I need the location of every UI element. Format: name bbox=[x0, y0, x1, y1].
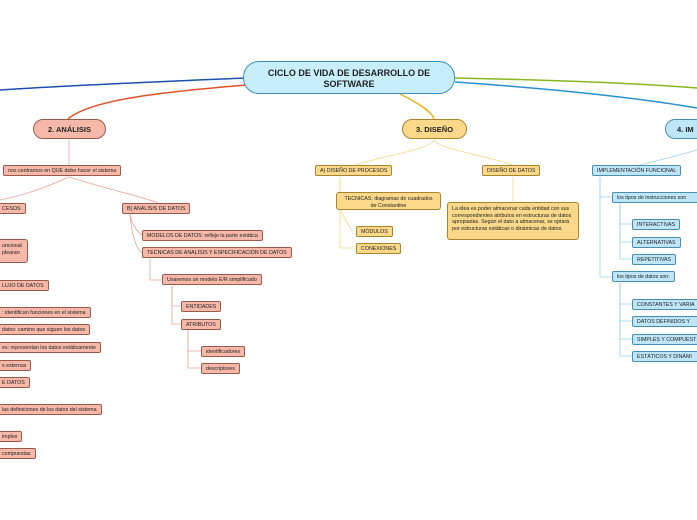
node-atributos[interactable]: ATRIBUTOS bbox=[181, 319, 221, 330]
node-left-item-3[interactable]: es: representan los datos estáticamente bbox=[0, 342, 101, 353]
node-analisis-datos[interactable]: B) ANALISIS DE DATOS bbox=[122, 203, 191, 214]
node-tipos-instrucciones[interactable]: los tipos de instrucciones son bbox=[612, 192, 697, 203]
node-left-item-6[interactable]: las definiciones de los datos del sistem… bbox=[0, 404, 102, 415]
node-modulos[interactable]: MÓDULOS bbox=[356, 226, 393, 237]
node-interactivas[interactable]: INTERACTIVAS bbox=[632, 219, 681, 230]
node-entidades[interactable]: ENTIDADES bbox=[181, 301, 222, 312]
node-diseno-datos[interactable]: DISEÑO DE DATOS bbox=[482, 165, 541, 176]
node-diseno-procesos-cut[interactable]: CESOS bbox=[0, 203, 26, 214]
node-datos-definidos[interactable]: DATOS DEFINIDOS Y bbox=[632, 316, 697, 327]
node-implementacion-funcional[interactable]: IMPLEMENTACIÓN FUNCIONAL bbox=[592, 165, 682, 176]
node-left-item-4[interactable]: s externas bbox=[0, 360, 32, 371]
funcional-line-1: uncional bbox=[2, 243, 22, 249]
node-tecnicas-analisis[interactable]: TECNICAS DE ANALISIS Y ESPECIFICACIÓN DE… bbox=[142, 247, 292, 258]
node-flujo-datos-cut[interactable]: LUJO DE DATOS bbox=[0, 280, 49, 291]
node-left-item-8[interactable]: compuestas bbox=[0, 448, 36, 459]
node-tecnicas-constantine[interactable]: TECNICAS: diagramas de cuadrados de Cons… bbox=[336, 192, 441, 210]
node-funcional-cut[interactable]: uncional plearan bbox=[0, 239, 28, 263]
node-alternativas[interactable]: ALTERNATIVAS bbox=[632, 237, 681, 248]
node-repetitivas[interactable]: REPETITIVAS bbox=[632, 254, 677, 265]
node-left-item-7[interactable]: imples bbox=[0, 431, 23, 442]
node-diseno-datos-desc[interactable]: La idea es poder almacenar cada entidad … bbox=[447, 202, 579, 240]
funcional-line-2: plearan bbox=[2, 249, 20, 256]
node-left-item-2[interactable]: datos: camino que siguen los datos bbox=[0, 324, 91, 335]
node-left-item-5[interactable]: E DATOS bbox=[0, 377, 30, 388]
topic-analisis[interactable]: 2. ANÁLISIS bbox=[33, 119, 106, 139]
topic-implementacion[interactable]: 4. IM bbox=[665, 119, 697, 139]
node-analisis-intro[interactable]: nos centramos en QUE debe hacer el siste… bbox=[3, 165, 122, 176]
node-modelo-er[interactable]: Usaremos un modelo E/R simplificado bbox=[162, 274, 262, 285]
node-left-item-1[interactable]: : identifican funciones en el sistema bbox=[0, 307, 91, 318]
root-topic[interactable]: CICLO DE VIDA DE DESARROLLO DE SOFTWARE bbox=[243, 61, 455, 94]
node-estaticos-dinamicos[interactable]: ESTÁTICOS Y DINÁMI bbox=[632, 351, 697, 362]
node-descriptores[interactable]: descriptores bbox=[201, 363, 240, 374]
node-constantes-variables[interactable]: CONSTANTES Y VARIA bbox=[632, 299, 697, 310]
node-tipos-datos[interactable]: los tipos de datos son: bbox=[612, 271, 675, 282]
node-conexiones[interactable]: CONEXIONES bbox=[356, 243, 402, 254]
node-diseno-procesos[interactable]: A) DISEÑO DE PROCESOS bbox=[315, 165, 393, 176]
topic-diseno[interactable]: 3. DISEÑO bbox=[402, 119, 467, 139]
node-identificadores[interactable]: identificadores bbox=[201, 346, 246, 357]
node-modelos-datos[interactable]: MODELOS DE DATOS: refleje la parte estát… bbox=[142, 230, 263, 241]
node-simples-compuestos[interactable]: SIMPLES Y COMPUEST bbox=[632, 334, 697, 345]
